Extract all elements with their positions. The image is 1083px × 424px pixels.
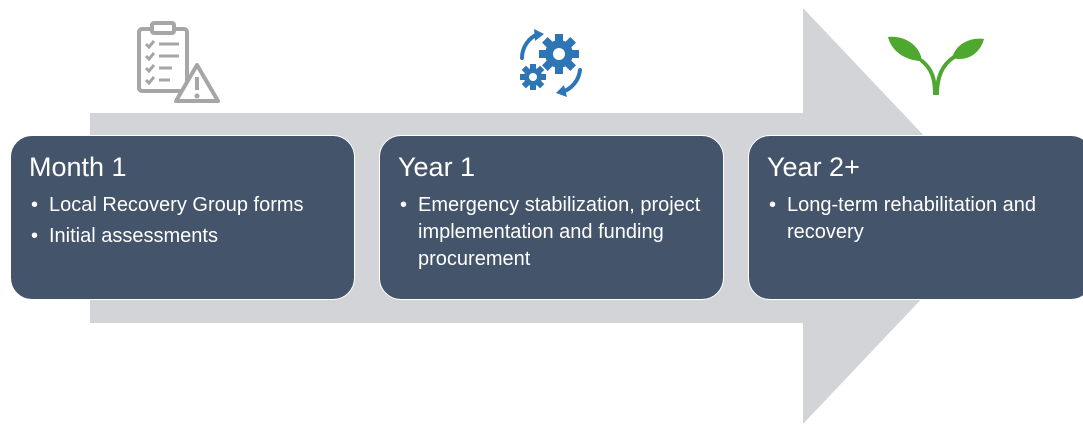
stage-title: Year 1 bbox=[398, 152, 476, 182]
gears-cycle-icon bbox=[520, 29, 582, 97]
stage-card-year-2-plus: Year 2+ Long-term rehabilitation and rec… bbox=[748, 135, 1083, 300]
bullet-item: Local Recovery Group forms bbox=[29, 192, 336, 219]
stage-card-year-1: Year 1 Emergency stabilization, project … bbox=[379, 135, 724, 300]
stage-bullets: Local Recovery Group forms Initial asses… bbox=[29, 192, 336, 250]
sprout-icon bbox=[888, 36, 984, 95]
stage-bullets: Emergency stabilization, project impleme… bbox=[398, 192, 705, 273]
bullet-item: Initial assessments bbox=[29, 223, 336, 250]
stage-card-month-1: Month 1 Local Recovery Group forms Initi… bbox=[10, 135, 355, 300]
bullet-item: Emergency stabilization, project impleme… bbox=[398, 192, 705, 273]
clipboard-warning-icon bbox=[137, 21, 220, 103]
stage-title: Month 1 bbox=[29, 152, 127, 182]
stage-title: Year 2+ bbox=[767, 152, 860, 182]
bullet-item: Long-term rehabilitation and recovery bbox=[767, 192, 1047, 246]
stage-bullets: Long-term rehabilitation and recovery bbox=[767, 192, 1047, 246]
